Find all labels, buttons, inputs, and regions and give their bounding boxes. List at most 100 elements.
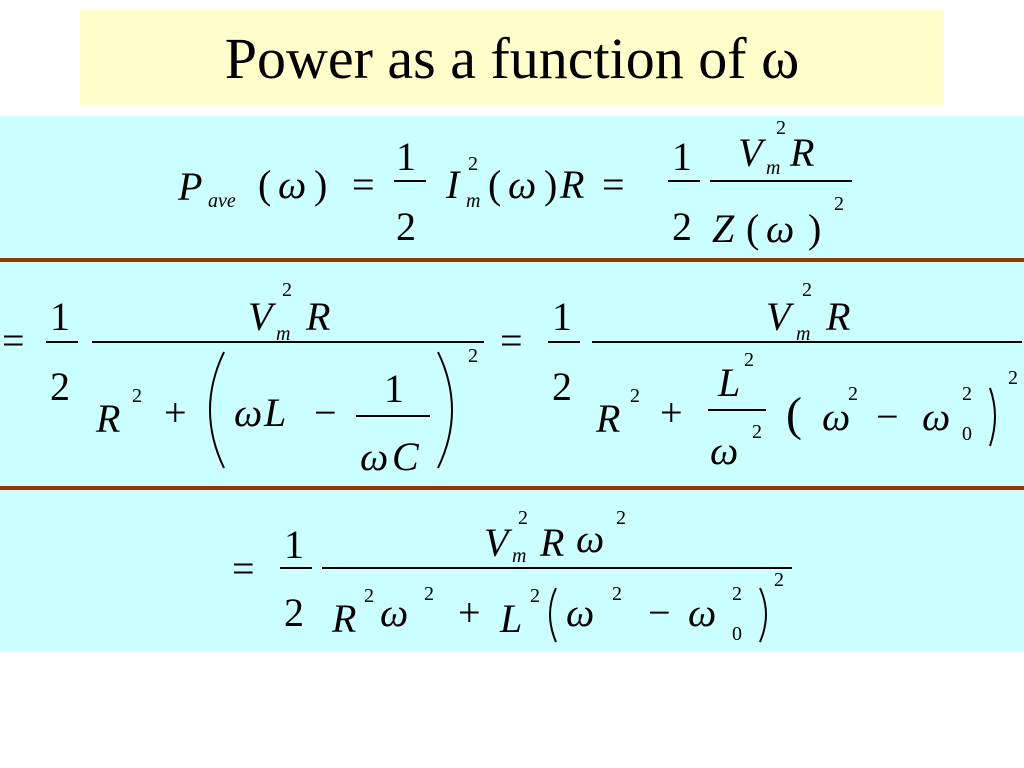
equation-band-2: = 1 2 V 2 m R R 2 + ω L − 1 ω C 2 = bbox=[0, 262, 1024, 486]
eq1-lparen-3: ( bbox=[746, 206, 759, 251]
eq2-omega-den-sup: 2 bbox=[752, 421, 762, 443]
divider-2 bbox=[0, 486, 1024, 490]
eq1-omega: ω bbox=[278, 162, 306, 207]
eq1-lparen-2: ( bbox=[488, 162, 501, 207]
eq2-omega-den: ω bbox=[710, 428, 738, 473]
eq3-L-sup: 2 bbox=[530, 585, 540, 607]
eq2-V-sup: 2 bbox=[282, 279, 292, 301]
eq2-omega-2: ω bbox=[360, 434, 388, 479]
eq3-V-sup: 2 bbox=[518, 507, 528, 529]
eq2-rparen-small bbox=[989, 387, 996, 447]
eq2-omega-3-sup: 2 bbox=[848, 383, 858, 405]
eq1-I-sup: 2 bbox=[468, 153, 478, 175]
eq1-frac2-den: 2 bbox=[672, 204, 692, 249]
eq2-omega0-sup: 2 bbox=[962, 383, 972, 405]
eq2-R-num-2: R bbox=[825, 294, 850, 339]
eq3-omega-den-2: ω bbox=[566, 590, 594, 635]
eq2-V: V bbox=[248, 294, 277, 339]
eq2-lparen-small: ( bbox=[786, 388, 802, 441]
eq3-omega0-sub: 0 bbox=[732, 623, 742, 645]
eq3-omega-num: ω bbox=[576, 516, 604, 561]
eq1-lparen: ( bbox=[258, 162, 271, 207]
eq2-L-2: L bbox=[717, 360, 740, 405]
equation-3: = 1 2 V 2 m R ω 2 R 2 ω 2 + L 2 ω 2 − ω … bbox=[232, 507, 792, 645]
eq2-omega0-sub: 0 bbox=[962, 423, 972, 445]
eq3-omega-den-1-sup: 2 bbox=[424, 583, 434, 605]
eq3-omega-num-sup: 2 bbox=[616, 507, 626, 529]
eq3-frac1-num: 1 bbox=[284, 522, 304, 567]
eq2-minus-2: − bbox=[876, 394, 899, 439]
eq1-V-sup: 2 bbox=[776, 117, 786, 139]
eq2-C: C bbox=[392, 434, 420, 479]
eq1-frac1-num: 1 bbox=[396, 134, 416, 179]
eq1-omega-2: ω bbox=[508, 162, 536, 207]
eq1-rparen-3: ) bbox=[808, 206, 821, 251]
eq3-omega0: ω bbox=[688, 590, 716, 635]
eq2-equals-1: = bbox=[2, 318, 25, 363]
eq3-R-den-sup: 2 bbox=[364, 585, 374, 607]
eq3-frac1-den: 2 bbox=[284, 590, 304, 635]
eq2-V-2-sup: 2 bbox=[802, 279, 812, 301]
eq3-plus: + bbox=[458, 590, 481, 635]
eq1-I: I bbox=[445, 162, 461, 207]
eq2-omega-1: ω bbox=[234, 390, 262, 435]
eq2-L: L bbox=[263, 390, 286, 435]
equation-1: P ave ( ω ) = 1 2 I 2 m ( ω ) R = 1 2 V … bbox=[177, 117, 852, 251]
eq1-ave-subscript: ave bbox=[208, 190, 236, 212]
eq1-P: P bbox=[177, 164, 202, 209]
eq2-R-den-2-sup: 2 bbox=[630, 385, 640, 407]
eq2-equals-2: = bbox=[500, 318, 523, 363]
eq1-I-sub: m bbox=[466, 190, 480, 212]
eq2-frac1-num: 1 bbox=[50, 294, 70, 339]
eq1-omega-3: ω bbox=[766, 206, 794, 251]
eq1-R-2: R bbox=[789, 130, 814, 175]
eq3-V-sub: m bbox=[512, 545, 526, 567]
equation-band-3: = 1 2 V 2 m R ω 2 R 2 ω 2 + L 2 ω 2 − ω … bbox=[0, 490, 1024, 652]
eq1-Z-sup: 2 bbox=[834, 193, 844, 215]
equation-band-1: P ave ( ω ) = 1 2 I 2 m ( ω ) R = 1 2 V … bbox=[0, 116, 1024, 258]
eq2-plus-2: + bbox=[660, 390, 683, 435]
eq2-R-den: R bbox=[95, 396, 120, 441]
eq2-R-den-2: R bbox=[595, 396, 620, 441]
equation-2: = 1 2 V 2 m R R 2 + ω L − 1 ω C 2 = bbox=[2, 279, 1022, 479]
eq2-big-rparen bbox=[437, 351, 453, 469]
eq3-V: V bbox=[484, 520, 513, 565]
eq2-L-2-sup: 2 bbox=[744, 349, 754, 371]
eq1-rparen-2: ) bbox=[544, 162, 557, 207]
divider-1 bbox=[0, 258, 1024, 262]
eq3-rparen-sup: 2 bbox=[774, 569, 784, 591]
eq1-frac2-num: 1 bbox=[672, 134, 692, 179]
eq3-omega-den-1: ω bbox=[380, 590, 408, 635]
eq1-equals-2: = bbox=[602, 162, 625, 207]
eq1-Z: Z bbox=[712, 206, 735, 251]
eq1-frac1-den: 2 bbox=[396, 204, 416, 249]
eq3-omega0-sup: 2 bbox=[732, 583, 742, 605]
eq2-R-den-sup: 2 bbox=[132, 385, 142, 407]
eq2-omega0: ω bbox=[922, 394, 950, 439]
slide-title-box: Power as a function of ω bbox=[80, 10, 944, 106]
eq3-L: L bbox=[499, 596, 522, 641]
eq2-paren-sup: 2 bbox=[468, 345, 478, 367]
eq2-big-lparen bbox=[209, 351, 225, 469]
eq3-R-num: R bbox=[539, 520, 564, 565]
eq2-frac3-den: 2 bbox=[552, 364, 572, 409]
eq1-rparen: ) bbox=[314, 162, 327, 207]
eq1-V-sub: m bbox=[766, 157, 780, 179]
eq1-R: R bbox=[559, 162, 584, 207]
eq2-V-2-sub: m bbox=[796, 323, 810, 345]
slide-title: Power as a function of ω bbox=[224, 25, 800, 91]
eq2-V-sub: m bbox=[276, 323, 290, 345]
eq2-minus-1: − bbox=[314, 390, 337, 435]
eq2-frac1-den: 2 bbox=[50, 364, 70, 409]
eq2-R-num: R bbox=[305, 294, 330, 339]
eq1-V: V bbox=[738, 130, 767, 175]
eq2-inner-frac-num: 1 bbox=[384, 366, 404, 411]
eq2-plus-1: + bbox=[164, 390, 187, 435]
eq3-minus: − bbox=[648, 590, 671, 635]
eq3-rparen bbox=[759, 587, 767, 643]
eq2-V-2: V bbox=[766, 294, 795, 339]
eq3-R-den: R bbox=[331, 596, 356, 641]
eq2-omega-3: ω bbox=[822, 394, 850, 439]
eq3-omega-den-2-sup: 2 bbox=[612, 583, 622, 605]
eq2-rparen-sup: 2 bbox=[1008, 367, 1018, 389]
